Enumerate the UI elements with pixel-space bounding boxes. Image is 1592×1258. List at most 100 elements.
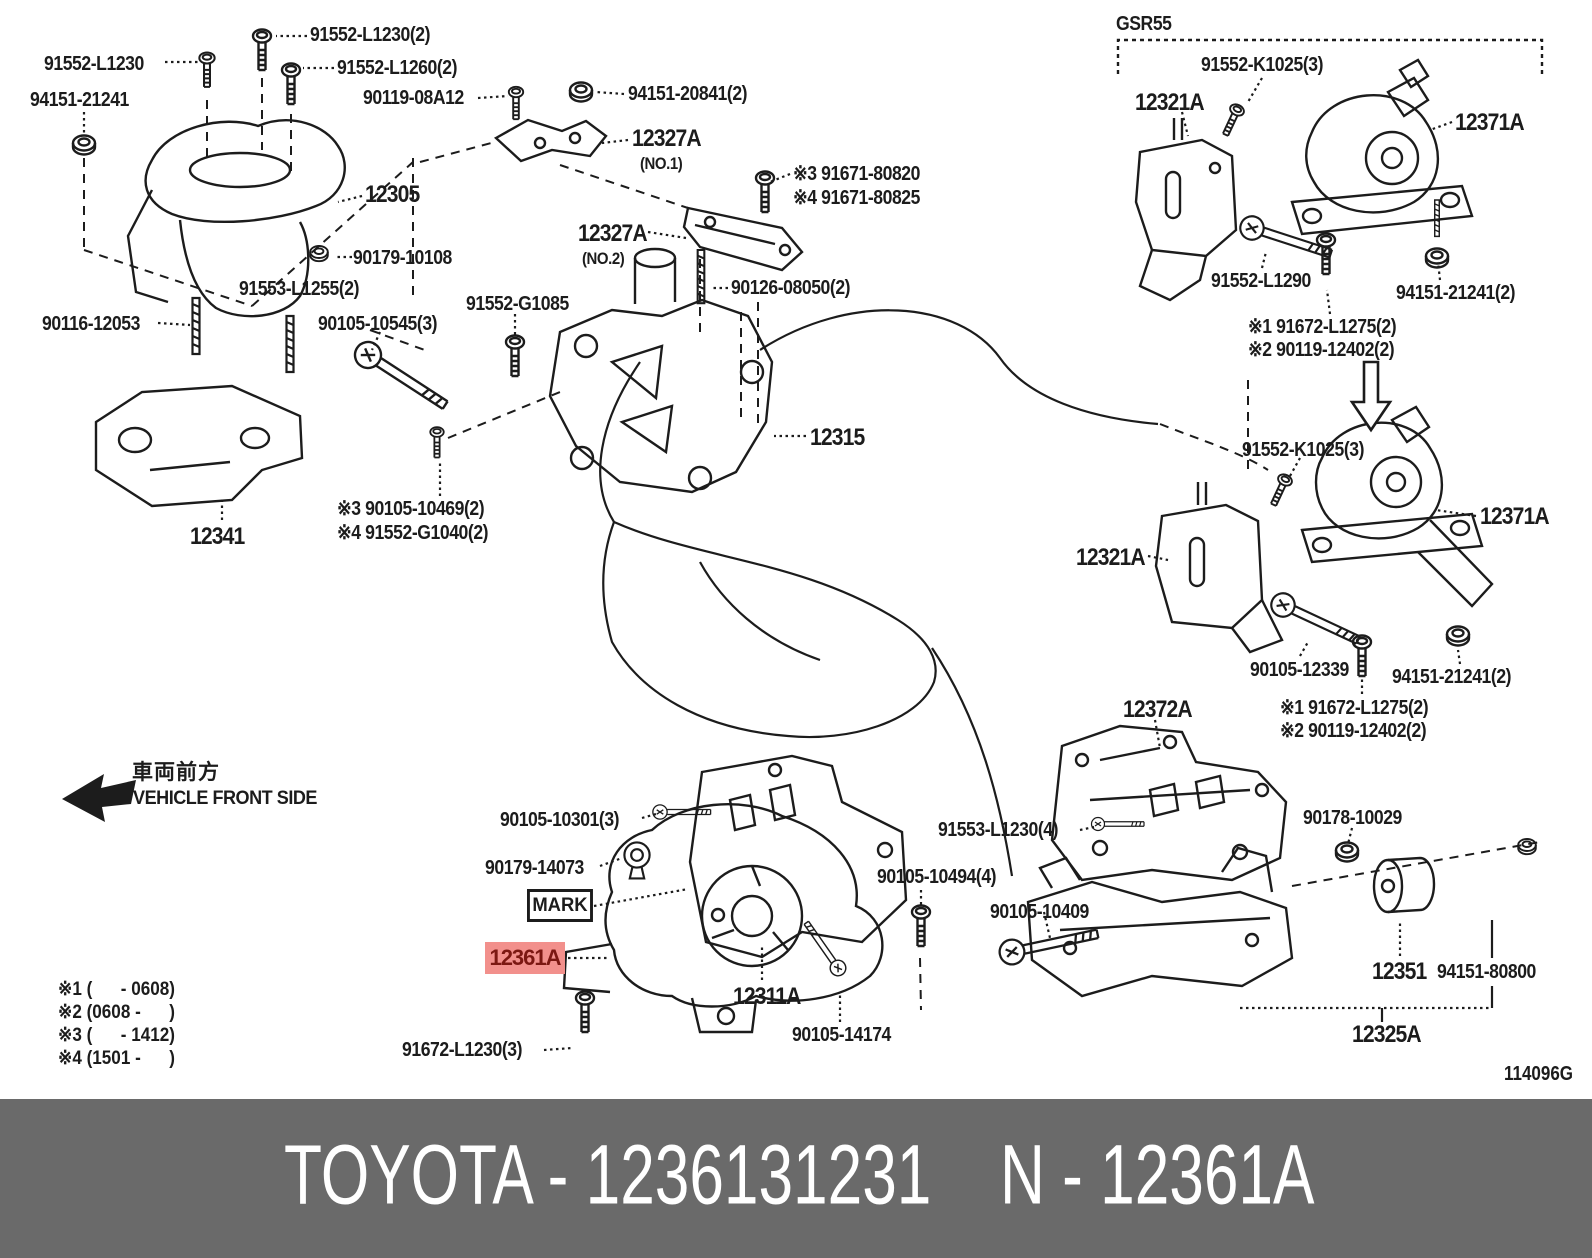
part-label: 12321A (1135, 89, 1205, 116)
part-label: 91552-K1025(3) (1201, 54, 1324, 76)
bolt-icon (574, 990, 596, 1034)
part-label: 90105-10545(3) (318, 313, 438, 335)
part-12325a-outline (1026, 846, 1294, 998)
part-label: 91552-L1290 (1211, 270, 1311, 292)
part-label: 12351 (1372, 958, 1427, 985)
footer-part-number: TOYOTA - 1236131231 (284, 1127, 932, 1222)
part-label: 91552-L1230(2) (310, 24, 431, 46)
nut-icon (568, 81, 594, 103)
part-label: ※4 91671-80825 (793, 187, 921, 209)
stud-icon (1434, 199, 1440, 238)
part-label: 90178-10029 (1303, 807, 1402, 829)
part-label: 12311A (733, 983, 801, 1010)
bolt-icon (198, 51, 216, 88)
part-12341-outline (94, 384, 304, 508)
part-label: 94151-20841(2) (628, 83, 748, 105)
part-label: ※2 90119-12402(2) (1280, 720, 1427, 742)
nut-icon (1445, 625, 1471, 647)
part-label: 91553-L1255(2) (239, 278, 360, 300)
legend-item: ※1 ( - 0608) (58, 979, 175, 1000)
nut-icon (1424, 247, 1450, 269)
footer-bar: TOYOTA - 1236131231 N - 12361A (0, 1099, 1592, 1258)
plate-code: 114096G (1504, 1063, 1574, 1085)
vehicle-front-arrow-icon (62, 774, 136, 822)
part-12327a-no1-outline (493, 118, 608, 163)
part-label: 94151-21241(2) (1392, 666, 1512, 688)
part-label: 90105-14174 (792, 1024, 891, 1046)
bolt-icon (1266, 471, 1295, 509)
down-arrow-icon (1349, 360, 1393, 433)
part-label: (NO.2) (582, 249, 625, 268)
part-label: 12371A (1455, 109, 1525, 136)
long-bolt-icon (348, 335, 454, 418)
part-label: 90105-10494(4) (877, 866, 997, 888)
variant-label: GSR55 (1116, 13, 1172, 35)
long-bolt-icon (1090, 816, 1145, 832)
part-label: 90105-10409 (990, 901, 1089, 923)
part-12372a-outline (1050, 724, 1288, 882)
part-label: 90116-12053 (42, 313, 140, 335)
vehicle-front-label-jp: 車両前方 (132, 761, 220, 784)
legend-item: ※2 (0608 - ) (58, 1002, 175, 1023)
legend-item: ※4 (1501 - ) (58, 1048, 175, 1069)
part-12351-bushing-outline (1372, 856, 1436, 914)
part-label: 91552-K1025(3) (1242, 439, 1365, 461)
bolt-icon (910, 904, 932, 948)
part-label: 12305 (365, 181, 420, 208)
construction-lines (83, 78, 1541, 1011)
nut-icon (1517, 838, 1537, 856)
part-12305-outline (126, 119, 346, 318)
part-12321a-outline-2 (1154, 482, 1284, 654)
stud-icon (191, 296, 201, 356)
part-label: 12327A (578, 220, 648, 247)
grommet-icon (623, 841, 651, 880)
part-label: 90119-08A12 (363, 87, 464, 109)
long-bolt-icon (1266, 588, 1365, 652)
part-label: 94151-80800 (1437, 961, 1536, 983)
bolt-icon (1351, 634, 1373, 678)
gsr55-bracket (1116, 38, 1544, 74)
part-label: 90126-08050(2) (731, 277, 851, 299)
bolt-icon (280, 62, 302, 106)
stud-icon (285, 314, 295, 374)
part-label: 91553-L1230(4) (938, 819, 1059, 841)
part-label: 12371A (1480, 503, 1550, 530)
highlighted-part-label[interactable]: 12361A (485, 942, 565, 974)
bolt-icon (251, 28, 273, 72)
nut-icon (71, 134, 97, 156)
mark-badge: MARK (527, 889, 593, 922)
part-label: 91672-L1230(3) (402, 1039, 523, 1061)
part-label: 90105-10301(3) (500, 809, 620, 831)
part-label: ※1 91672-L1275(2) (1248, 316, 1397, 338)
nut-icon (309, 245, 329, 263)
part-12311a-outline (688, 754, 908, 959)
part-label: ※1 91672-L1275(2) (1280, 697, 1429, 719)
part-label: 12321A (1076, 544, 1146, 571)
part-label: 12325A (1352, 1021, 1422, 1048)
part-label: ※3 90105-10469(2) (337, 498, 485, 520)
bolt-icon (754, 170, 776, 214)
part-label: 12372A (1123, 696, 1193, 723)
part-label: 91552-L1260(2) (337, 57, 458, 79)
part-12315-outline (548, 247, 774, 494)
legend-item: ※3 ( - 1412) (58, 1025, 175, 1046)
part-12371a-outline-2 (1300, 405, 1494, 608)
bolt-icon (507, 85, 525, 121)
part-label: (NO.1) (640, 154, 683, 173)
part-label: 90179-10108 (353, 247, 452, 269)
part-label: 12315 (810, 424, 865, 451)
part-label: ※2 90119-12402(2) (1248, 339, 1395, 361)
part-label: 91552-G1085 (466, 293, 569, 315)
part-label: 91552-L1230 (44, 53, 144, 75)
engine-outline (599, 309, 1159, 877)
leader-lines (82, 34, 1492, 1052)
vehicle-front-label-en: VEHICLE FRONT SIDE (133, 788, 318, 809)
nut-icon (1334, 841, 1360, 863)
bolt-icon (1218, 101, 1247, 139)
part-12371a-outline-1 (1290, 58, 1474, 236)
part-label: 90105-12339 (1250, 659, 1349, 681)
leader-lines-solid (1380, 920, 1494, 1022)
part-label: 94151-21241 (30, 89, 129, 111)
footer-part-code: N - 12361A (1000, 1127, 1315, 1222)
